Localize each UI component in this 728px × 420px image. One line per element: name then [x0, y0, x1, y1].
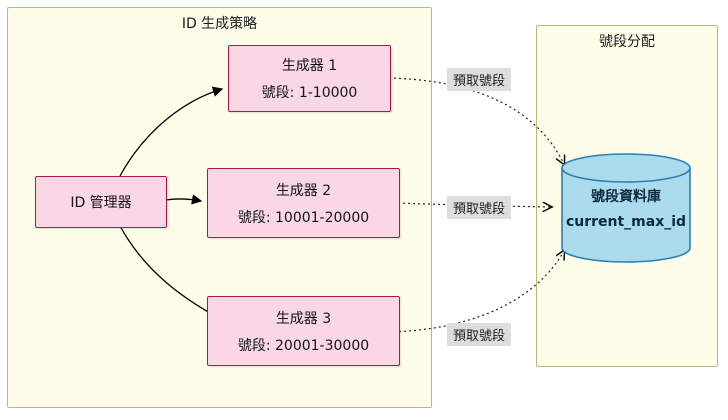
- group-title-right: 號段分配: [599, 34, 655, 50]
- database-text: 號段資料庫 current_max_id: [560, 186, 692, 230]
- database-field: current_max_id: [565, 214, 687, 230]
- database-cylinder-icon: [561, 153, 691, 263]
- group-title-left: ID 生成策略: [181, 16, 258, 32]
- node-generator-1: 生成器 1 號段: 1-10000: [228, 45, 391, 112]
- database-name: 號段資料庫: [591, 189, 661, 205]
- edge-label-prefetch-1: 預取號段: [447, 68, 512, 91]
- generator-2-name: 生成器 2: [275, 182, 332, 199]
- edge-label-prefetch-3: 預取號段: [447, 323, 512, 346]
- generator-1-name: 生成器 1: [281, 58, 338, 74]
- node-id-manager: ID 管理器: [35, 176, 167, 228]
- edge-label-prefetch-2: 預取號段: [447, 196, 512, 219]
- node-generator-3: 生成器 3 號段: 20001-30000: [207, 296, 400, 366]
- generator-1-range: 號段: 1-10000: [261, 85, 358, 101]
- generator-3-range: 號段: 20001-30000: [237, 337, 370, 354]
- generator-3-name: 生成器 3: [275, 310, 332, 327]
- node-segment-database: 號段資料庫 current_max_id: [560, 152, 692, 264]
- node-generator-2: 生成器 2 號段: 10001-20000: [207, 168, 400, 238]
- generator-2-range: 號段: 10001-20000: [237, 209, 370, 226]
